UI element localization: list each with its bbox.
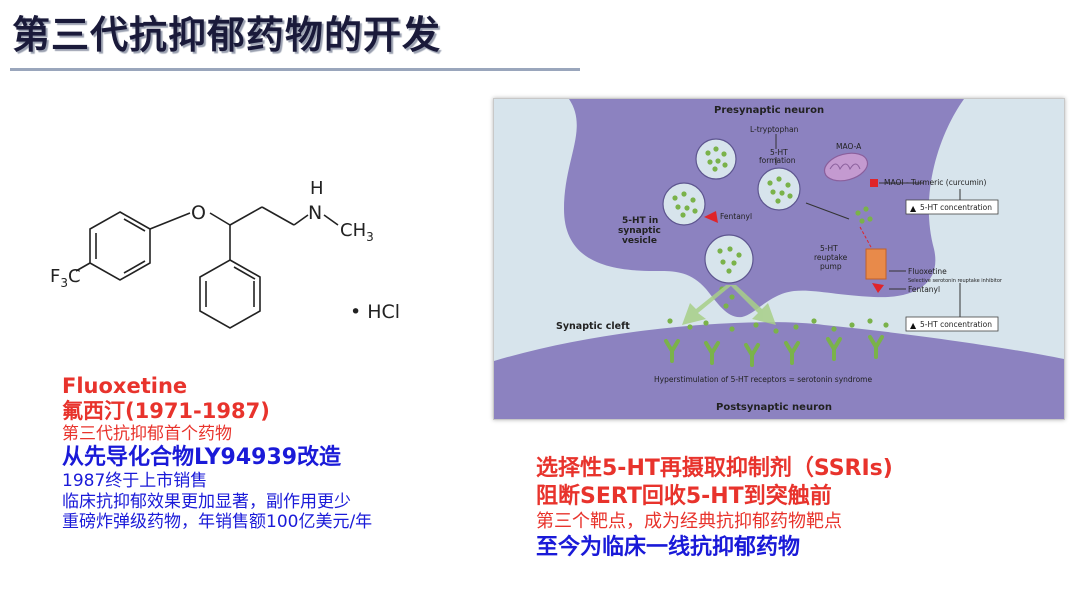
- label-presynaptic: Presynaptic neuron: [714, 105, 824, 116]
- ssri-mechanism: 阻断SERT回收5-HT到突触前: [536, 483, 832, 509]
- postsynaptic-membrane: [494, 322, 1064, 419]
- drug-name-en: Fluoxetine: [62, 374, 188, 398]
- label-conc-bottom: 5-HT concentration: [920, 320, 992, 329]
- ether-oxygen: O: [191, 202, 206, 224]
- label-hyperstim: Hyperstimulation of 5-HT receptors = ser…: [654, 375, 872, 384]
- label-vesicle-1: 5-HT in: [622, 216, 658, 226]
- label-maoi: MAOI - Turmeric (curcumin): [884, 178, 987, 187]
- phenyl-ring: [199, 259, 261, 329]
- label-fentanyl-bottom: Fentanyl: [908, 285, 940, 294]
- vesicle-release: [704, 234, 754, 284]
- note-sales: 重磅炸弹级药物，年销售额100亿美元/年: [62, 511, 373, 532]
- vesicle: [757, 167, 801, 211]
- conc-box-bottom: [905, 316, 999, 332]
- label-formation-1: 5-HT: [770, 148, 788, 157]
- label-maoa: MAO-A: [836, 142, 862, 151]
- vesicle: [695, 138, 737, 180]
- diffusion-arrow: [682, 285, 732, 325]
- label-pump-1: 5-HT: [820, 244, 838, 253]
- label-fluoxetine: Fluoxetine: [908, 267, 947, 276]
- label-fentanyl-top: Fentanyl: [720, 212, 752, 221]
- label-pump-2: reuptake: [814, 253, 848, 262]
- ssri-class: 选择性5-HT再摄取抑制剂（SSRIs): [536, 456, 893, 481]
- label-conc-top: 5-HT concentration: [920, 203, 992, 212]
- molecule-drawing: F3C O H N CH3 • HCl: [50, 178, 400, 329]
- title-underline: [10, 68, 580, 71]
- ssri-first-line: 至今为临床一线抗抑郁药物: [536, 534, 801, 560]
- label-vesicle-2: synaptic: [618, 226, 661, 236]
- note-launch: 1987终于上市销售: [62, 471, 208, 492]
- ssri-notes: 选择性5-HT再摄取抑制剂（SSRIs) 阻断SERT回收5-HT到突触前 第三…: [536, 455, 1056, 562]
- label-cleft: Synaptic cleft: [556, 321, 630, 332]
- label-formation-2: formation: [759, 156, 796, 165]
- synapse-drawing: ▲ ▲ Presynaptic neuron L-tryptophan 5-HT…: [494, 99, 1064, 419]
- svg-text:▲: ▲: [910, 204, 917, 213]
- ssri-target: 第三个靶点，成为经典抗抑郁药物靶点: [536, 510, 842, 532]
- methyl-group: CH3: [340, 220, 374, 244]
- reuptake-pump-icon: [865, 248, 887, 280]
- label-ssri-desc: Selective serotonin reuptake inhibitor: [908, 278, 1003, 284]
- label-ltryptophan: L-tryptophan: [750, 125, 799, 134]
- mitochondrion: [823, 152, 869, 182]
- presynaptic-terminal: [564, 99, 964, 318]
- fentanyl-icon: [704, 211, 718, 223]
- maoi-icon: [870, 179, 878, 187]
- hcl-salt: • HCl: [350, 301, 400, 323]
- diffusion-arrow: [730, 285, 776, 325]
- svg-text:▲: ▲: [910, 321, 917, 330]
- note-first-drug: 第三代抗抑郁首个药物: [62, 424, 232, 445]
- aryl-ring: [89, 211, 151, 281]
- label-vesicle-3: vesicle: [622, 236, 657, 246]
- cf3-group: F3C: [50, 266, 81, 290]
- note-lead-compound: 从先导化合物LY94939改造: [62, 444, 342, 470]
- fentanyl-icon: [872, 283, 884, 293]
- label-postsynaptic: Postsynaptic neuron: [716, 402, 832, 413]
- vesicle: [662, 182, 706, 226]
- label-pump-3: pump: [820, 262, 842, 271]
- note-efficacy: 临床抗抑郁效果更加显著，副作用更少: [62, 491, 351, 512]
- fluoxetine-notes: Fluoxetine 氟西汀(1971-1987) 第三代抗抑郁首个药物 从先导…: [62, 374, 502, 532]
- amine-hydrogen: H: [310, 178, 324, 199]
- amine-nitrogen: N: [308, 202, 322, 224]
- fluoxetine-structure: F3C O H N CH3 • HCl: [40, 170, 440, 335]
- conc-box-top: [905, 199, 999, 215]
- synapse-diagram: ▲ ▲ Presynaptic neuron L-tryptophan 5-HT…: [493, 98, 1065, 420]
- page-title: 第三代抗抑郁药物的开发: [12, 13, 442, 57]
- drug-name-cn: 氟西汀(1971-1987): [62, 399, 270, 424]
